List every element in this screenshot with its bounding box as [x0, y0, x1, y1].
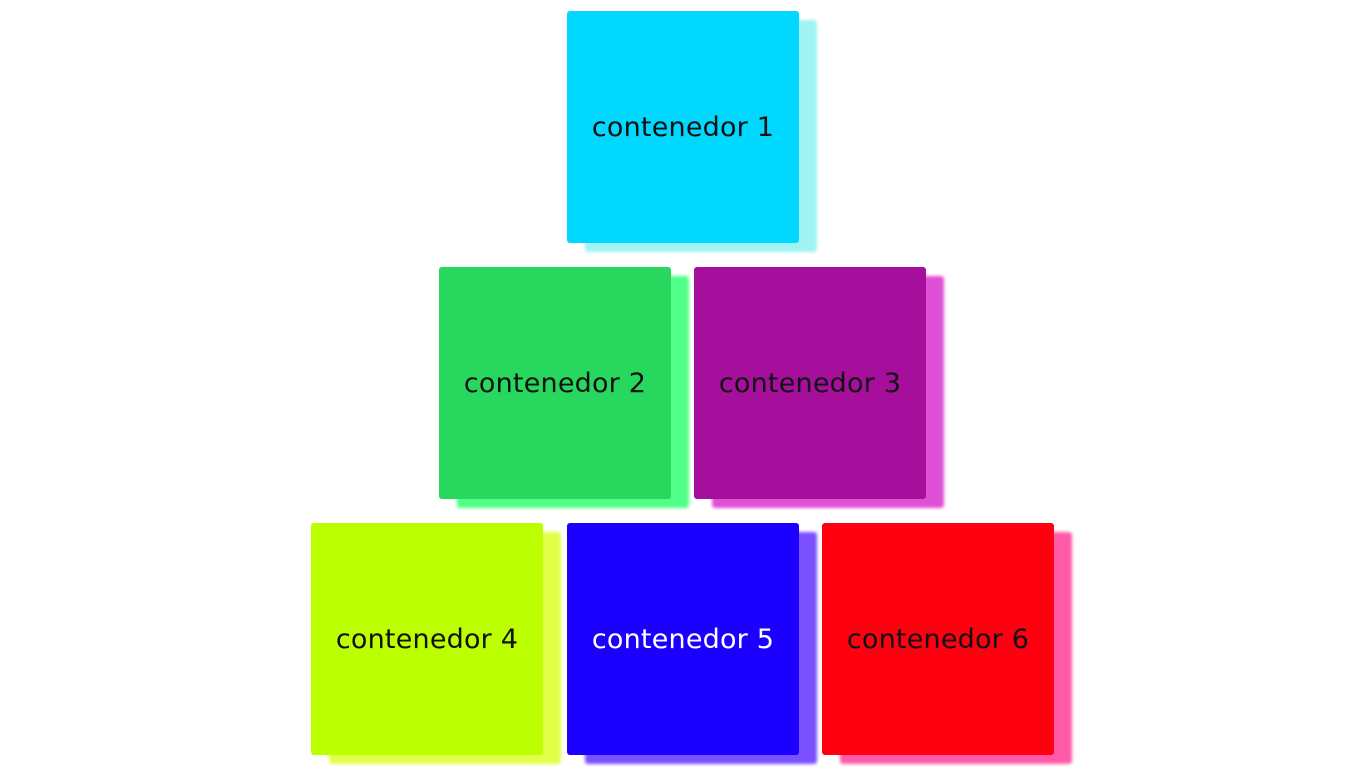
container-4: contenedor 4 [311, 523, 543, 755]
container-1: contenedor 1 [567, 11, 799, 243]
container-5: contenedor 5 [567, 523, 799, 755]
container-3: contenedor 3 [694, 267, 926, 499]
container-6-label: contenedor 6 [846, 623, 1030, 655]
container-3-label: contenedor 3 [718, 367, 902, 399]
container-2: contenedor 2 [439, 267, 671, 499]
container-2-label: contenedor 2 [463, 367, 647, 399]
container-4-label: contenedor 4 [335, 623, 519, 655]
container-6: contenedor 6 [822, 523, 1054, 755]
container-5-label: contenedor 5 [591, 623, 775, 655]
container-1-label: contenedor 1 [591, 111, 775, 143]
